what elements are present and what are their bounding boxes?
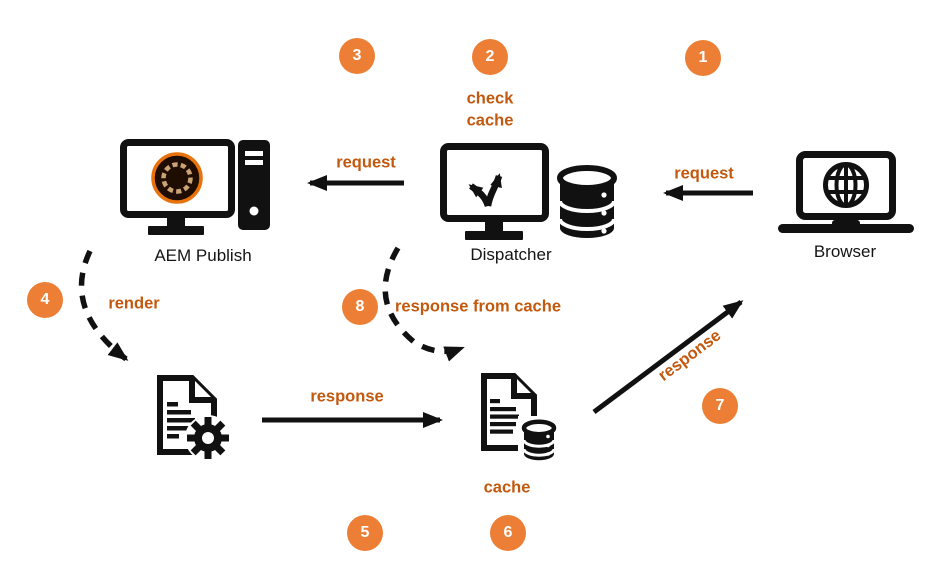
laptop-base-icon: [778, 220, 914, 233]
node-label-browser: Browser: [813, 242, 877, 261]
edge-label-response-from-cache: response from cache: [395, 297, 561, 316]
dispatcher-monitor-icon: [440, 143, 549, 240]
globe-icon: [823, 162, 869, 208]
arrow-response-from-cache-dashed: [382, 246, 465, 362]
desktop-monitor-icon: [120, 139, 235, 235]
small-database-icon: [521, 419, 557, 461]
step-badge-6: 6: [490, 515, 526, 551]
edge-label-render: render: [108, 294, 160, 313]
cache-document-icon: [481, 373, 562, 464]
step-badge-1: 1: [685, 40, 721, 76]
computer-tower-icon: [238, 140, 270, 230]
dispatcher-icon: [440, 143, 617, 240]
edge-label-request-dispatcher: request: [336, 153, 396, 172]
aem-logo-icon: [151, 152, 203, 204]
edge-label-request-browser: request: [674, 164, 734, 183]
step-badge-3: 3: [339, 38, 375, 74]
step-badge-5: 5: [347, 515, 383, 551]
node-label-dispatcher: Dispatcher: [470, 245, 552, 264]
node-label-cache: cache: [483, 478, 531, 497]
arrow-response-cache-to-browser: [592, 299, 744, 415]
edge-label-check-cache: check cache: [466, 89, 514, 130]
arrow-render-aem-to-renderer-dashed: [78, 249, 129, 362]
edge-label-response-bottom: response: [310, 387, 384, 406]
database-icon: [557, 165, 617, 238]
step-badge-8: 8: [342, 289, 378, 325]
step-badge-2: 2: [472, 39, 508, 75]
node-label-aem-publish: AEM Publish: [154, 246, 252, 265]
step-badge-4: 4: [27, 282, 63, 318]
aem-publish-icon: [120, 139, 270, 235]
browser-icon: [778, 151, 914, 233]
gear-icon: [185, 415, 231, 461]
step-badge-7: 7: [702, 388, 738, 424]
rendered-document-icon: [157, 375, 231, 461]
branch-arrows-icon: [468, 173, 503, 208]
